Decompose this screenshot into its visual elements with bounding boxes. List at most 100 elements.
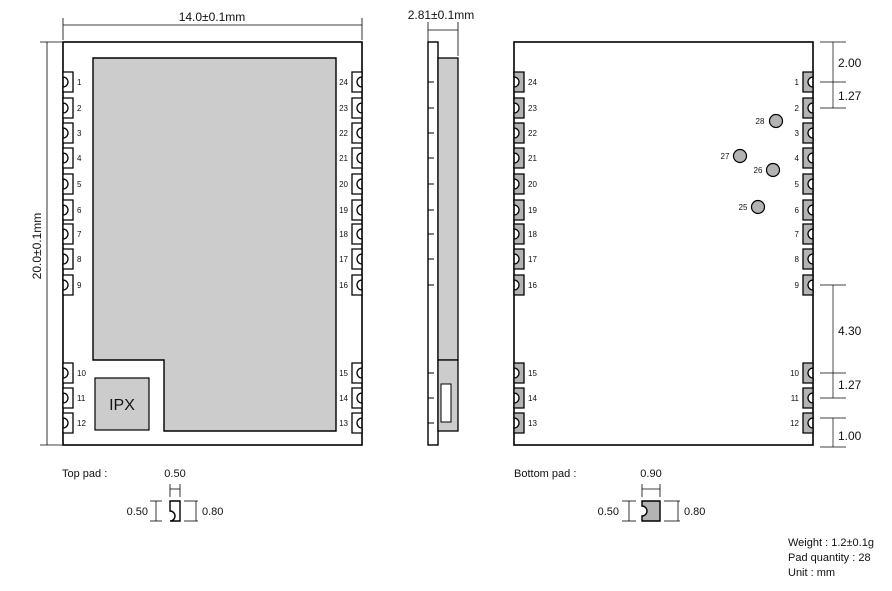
top-pin-label: 24 [339,78,348,87]
bottom-pin-label: 10 [790,369,799,378]
dim-pitch-top: 1.27 [838,89,862,103]
top-pad-detail: Top pad : 0.50 0.50 0.80 [62,468,223,522]
top-pin-19: 19 [339,199,363,221]
bottom-pin-20: 20 [513,173,537,195]
top-pin-9: 9 [62,274,82,296]
bottom-pin-23: 23 [513,97,537,119]
bottom-pin-label: 21 [528,154,537,163]
bottom-pin-label: 3 [795,129,800,138]
top-pin-21: 21 [339,147,363,169]
top-pin-17: 17 [339,248,363,270]
bottom-pin-label: 18 [528,230,537,239]
top-view: 14.0±0.1mm 20.0±0.1mm IPX 12345678910111… [30,10,363,446]
shield-can [92,57,337,432]
dim-pad-height: 1.00 [838,429,862,443]
side-pad-ticks [428,81,434,424]
side-thickness-label: 2.81±0.1mm [408,8,475,22]
top-pin-3: 3 [62,122,82,144]
bottom-pin-18: 18 [513,223,537,245]
top-pin-16: 16 [339,274,363,296]
side-pcb [427,41,439,446]
side-ipx-connector [440,383,452,423]
bottom-pin-8: 8 [795,248,814,270]
top-pin-18: 18 [339,223,363,245]
svg-text:25: 25 [739,203,748,212]
bottom-pad-length-label: 0.50 [598,506,619,518]
top-pin-20: 20 [339,173,363,195]
bottom-pin-1: 1 [795,71,814,93]
svg-text:27: 27 [721,152,730,161]
bottom-pin-9: 9 [795,274,814,296]
top-pin-label: 3 [77,129,82,138]
spec-weight: Weight : 1.2±0.1g [788,537,874,549]
top-pin-label: 21 [339,154,348,163]
top-pin-label: 10 [77,369,86,378]
top-pin-22: 22 [339,122,363,144]
bottom-pin-2: 2 [795,97,814,119]
bottom-pin-11: 11 [791,387,814,409]
bottom-pin-label: 8 [795,255,800,264]
bottom-pin-label: 13 [528,419,537,428]
bottom-pin-22: 22 [513,122,537,144]
bottom-pin-label: 23 [528,104,537,113]
bottom-pin-13: 13 [513,412,537,434]
bottom-pin-10: 10 [790,362,814,384]
bottom-pin-14: 14 [513,387,537,409]
top-pin-7: 7 [62,223,82,245]
inner-pad-25: 25 [739,199,766,215]
top-pad-shape [169,500,181,522]
bottom-pin-label: 11 [791,394,800,403]
top-pad-width-label: 0.50 [164,468,185,480]
specs: Weight : 1.2±0.1g Pad quantity : 28 Unit… [788,537,874,579]
top-pin-label: 5 [77,180,82,189]
top-pin-label: 7 [77,230,82,239]
bottom-pin-label: 17 [528,255,537,264]
top-pin-24: 24 [339,71,363,93]
bottom-pin-5: 5 [795,173,814,195]
top-pin-label: 12 [77,419,86,428]
inner-pad-27: 27 [721,148,748,164]
spec-unit: Unit : mm [788,567,835,579]
top-width-label: 14.0±0.1mm [179,10,246,24]
bottom-pin-label: 7 [795,230,800,239]
bottom-pin-19: 19 [513,199,537,221]
top-pin-label: 14 [339,394,348,403]
ipx-connector [94,377,150,431]
bottom-pin-24: 24 [513,71,537,93]
top-pin-label: 20 [339,180,348,189]
top-pin-label: 1 [77,78,82,87]
inner-pad-28: 28 [756,113,784,129]
spec-pad-quantity: Pad quantity : 28 [788,552,871,564]
bottom-pin-17: 17 [513,248,537,270]
svg-text:26: 26 [754,166,763,175]
side-shield [437,57,459,361]
bottom-pin-12: 12 [790,412,814,434]
bottom-pin-label: 16 [528,281,537,290]
bottom-pin-label: 6 [795,206,800,215]
dim-gap-9-10: 4.30 [838,324,862,338]
bottom-pad-detail: Bottom pad : 0.90 0.50 0.80 [514,468,705,522]
svg-text:28: 28 [756,117,765,126]
top-pad-height-label: 0.80 [202,506,223,518]
bottom-pin-label: 24 [528,78,537,87]
top-pin-label: 6 [77,206,82,215]
top-pin-11: 11 [62,387,86,409]
top-pin-1: 1 [62,71,82,93]
bottom-pin-label: 20 [528,180,537,189]
bottom-pin-label: 2 [795,104,800,113]
bottom-pin-label: 9 [795,281,800,290]
bottom-pin-16: 16 [513,274,537,296]
dim-edge-to-pin1: 2.00 [838,56,862,70]
bottom-pin-label: 12 [790,419,799,428]
bottom-pad-shape [641,500,661,522]
top-pad-length-label: 0.50 [127,506,148,518]
top-pin-label: 19 [339,206,348,215]
top-pin-label: 9 [77,281,82,290]
side-view: 2.81±0.1mm [408,8,475,446]
bottom-pin-label: 15 [528,369,537,378]
